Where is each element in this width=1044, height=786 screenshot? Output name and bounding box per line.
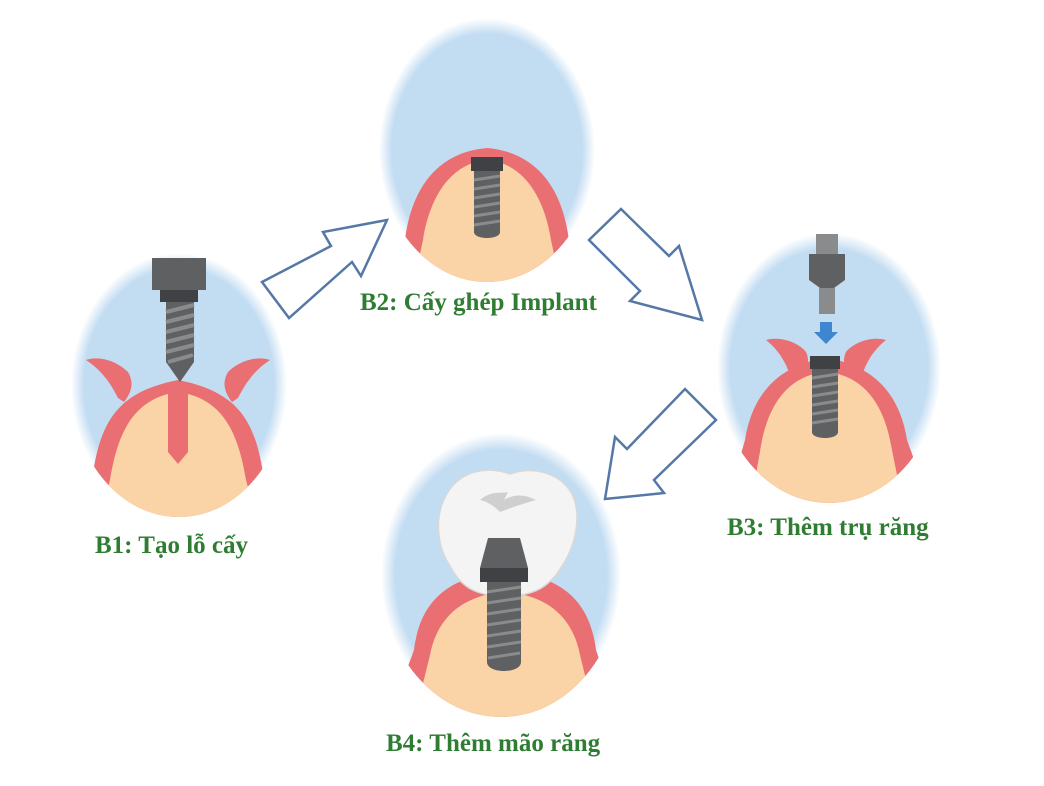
flow-arrow-b2-to-b3-icon	[587, 207, 704, 322]
step-b3-gum-flap-left	[766, 338, 808, 378]
step-b3-label: B3: Thêm trụ răng	[727, 514, 929, 541]
step-b2-label: B2: Cấy ghép Implant	[360, 289, 597, 316]
step-b3-bone	[748, 372, 906, 503]
step-b1-illustration	[71, 253, 287, 517]
step-b4-illustration	[381, 433, 621, 717]
step-b1-gum-flap-left	[86, 358, 132, 402]
step-b3-gum-flap-right	[844, 338, 886, 378]
step-b4-label: B4: Thêm mão răng	[386, 730, 601, 757]
step-b1-bone	[95, 392, 262, 517]
step-b4-implant-fixture	[486, 582, 522, 671]
step-b3-insertion-arrow-icon	[814, 322, 838, 344]
step-b1-gum-flap-right	[224, 358, 270, 402]
step-b4-abutment	[480, 538, 528, 582]
step-b1-label: B1: Tạo lỗ cấy	[95, 532, 249, 559]
step-b1-drill	[152, 258, 206, 382]
step-b3-implant-fixture	[810, 356, 840, 438]
step-b4-crown	[437, 469, 578, 597]
step-b3-illustration	[717, 233, 941, 503]
step-b2-implant-fixture	[471, 157, 503, 238]
step-b3-abutment	[809, 234, 845, 314]
flow-arrow-b1-to-b2-icon	[260, 218, 390, 320]
flow-arrow-b3-to-b4-icon	[603, 387, 718, 501]
step-b4-crown-groove	[480, 492, 536, 512]
step-b1-drill-hole	[168, 385, 188, 464]
step-b2-illustration	[379, 18, 595, 282]
